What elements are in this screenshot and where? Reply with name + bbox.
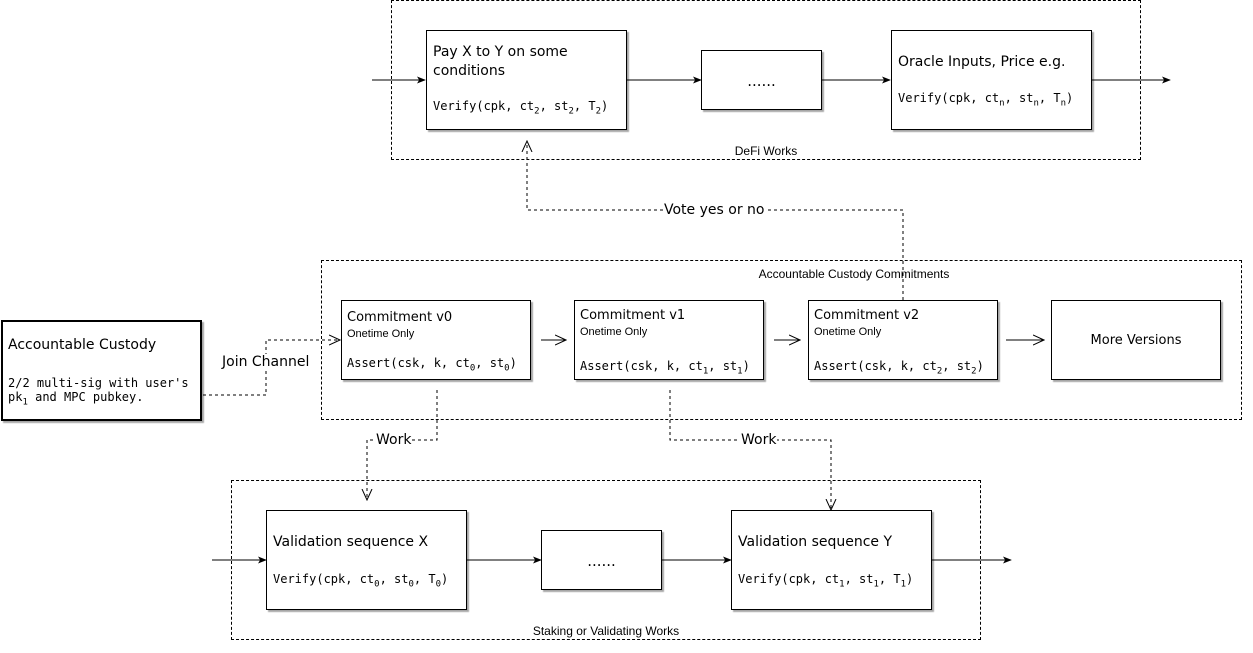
group-defi-works: DeFi Works xyxy=(391,0,1141,160)
defi-ellipsis: ...... xyxy=(747,72,776,90)
commitment-v2-assert: Assert(csk, k, ct2, st2) xyxy=(814,359,984,377)
pay-x-to-y-box[interactable]: Pay X to Y on some conditions Verify(cpk… xyxy=(426,30,627,130)
validation-y-title: Validation sequence Y xyxy=(738,534,893,550)
commitment-v2-box[interactable]: Commitment v2 Onetime Only Assert(csk, k… xyxy=(808,300,998,380)
custody-desc-line1: 2/2 multi-sig with user's xyxy=(8,376,189,390)
validation-sequence-x-box[interactable]: Validation sequence X Verify(cpk, ct0, s… xyxy=(266,510,467,610)
validation-x-verify: Verify(cpk, ct0, st0, T0) xyxy=(273,572,449,590)
more-versions-box[interactable]: More Versions xyxy=(1051,300,1221,380)
pay-verify: Verify(cpk, ct2, st2, T2) xyxy=(433,99,609,117)
work-edge-label-left: Work xyxy=(375,432,413,448)
commitment-v1-sub: Onetime Only xyxy=(580,326,648,338)
commitment-v1-title: Commitment v1 xyxy=(580,308,686,323)
work-connector-right xyxy=(669,390,831,510)
commitment-v0-title: Commitment v0 xyxy=(347,310,453,325)
defi-ellipsis-box[interactable]: ...... xyxy=(701,50,822,110)
commitment-v2-title: Commitment v2 xyxy=(814,308,920,323)
validation-sequence-y-box[interactable]: Validation sequence Y Verify(cpk, ct1, s… xyxy=(731,510,932,610)
work-edge-label-right: Work xyxy=(740,432,778,448)
custody-title: Accountable Custody xyxy=(8,337,157,353)
group-staking-validating: Staking or Validating Works xyxy=(231,480,981,640)
oracle-title: Oracle Inputs, Price e.g. xyxy=(898,54,1066,70)
vote-edge-label: Vote yes or no xyxy=(663,202,766,218)
validation-x-title: Validation sequence X xyxy=(273,534,429,550)
validation-y-verify: Verify(cpk, ct1, st1, T1) xyxy=(738,572,914,590)
oracle-verify: Verify(cpk, ctn, stn, Tn) xyxy=(898,91,1074,109)
commitment-v1-assert: Assert(csk, k, ct1, st1) xyxy=(580,359,750,377)
commitment-v0-box[interactable]: Commitment v0 Onetime Only Assert(csk, k… xyxy=(341,300,531,380)
validation-ellipsis: ...... xyxy=(587,552,616,570)
commitment-v2-sub: Onetime Only xyxy=(814,326,882,338)
group-label-custody-commitments: Accountable Custody Commitments xyxy=(758,267,950,281)
commitment-v0-sub: Onetime Only xyxy=(347,328,415,340)
join-channel-edge-label: Join Channel xyxy=(221,354,311,370)
group-label-staking: Staking or Validating Works xyxy=(532,624,680,638)
group-label-defi: DeFi Works xyxy=(734,144,798,158)
oracle-inputs-box[interactable]: Oracle Inputs, Price e.g. Verify(cpk, ct… xyxy=(891,30,1092,130)
commitment-v0-assert: Assert(csk, k, ct0, st0) xyxy=(347,356,517,374)
custody-desc: 2/2 multi-sig with user's pk1 and MPC pu… xyxy=(8,376,189,409)
accountable-custody-box[interactable]: Accountable Custody 2/2 multi-sig with u… xyxy=(1,320,202,421)
pay-title: Pay X to Y on some conditions xyxy=(433,44,568,79)
group-custody-commitments: Accountable Custody Commitments xyxy=(321,260,1242,420)
more-versions-label: More Versions xyxy=(1090,333,1182,348)
validation-ellipsis-box[interactable]: ...... xyxy=(541,530,662,590)
commitment-v1-box[interactable]: Commitment v1 Onetime Only Assert(csk, k… xyxy=(574,300,764,380)
custody-desc-line2: pk1 and MPC pubkey. xyxy=(8,390,144,408)
